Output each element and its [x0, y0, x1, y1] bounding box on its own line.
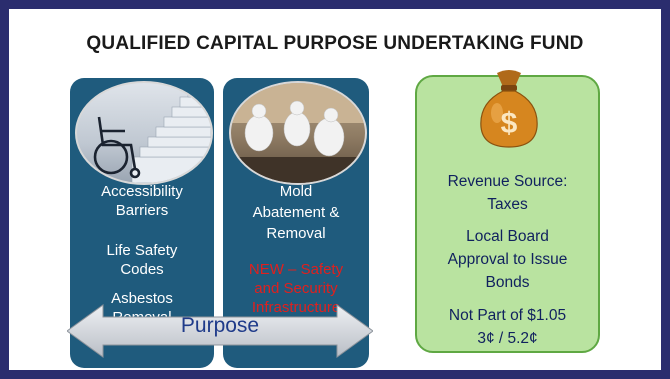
new-safety-line: NEW – Safety: [248, 261, 344, 278]
bonds-line: Bonds: [485, 274, 530, 291]
abatement-line: Abatement &: [252, 204, 340, 221]
accessibility-line: Accessibility: [101, 183, 183, 200]
revenue-box: $ Revenue Source: Taxes Local Board Appr…: [415, 70, 600, 353]
approval-line: Approval to Issue: [447, 251, 568, 268]
svg-text:$: $: [501, 107, 518, 140]
abatement-workers-photo: [229, 81, 367, 185]
wheelchair-icon: [93, 86, 211, 183]
revenue-source-line: Revenue Source:: [447, 173, 568, 190]
life-safety-line: Life Safety: [106, 242, 178, 259]
stairs-wheelchair-photo: [75, 81, 213, 185]
workers-icon: [231, 83, 365, 183]
slide: QUALIFIED CAPITAL PURPOSE UNDERTAKING FU…: [9, 9, 661, 370]
mold-line: Mold: [279, 183, 313, 200]
slide-title: QUALIFIED CAPITAL PURPOSE UNDERTAKING FU…: [86, 33, 584, 54]
cents-line: 3¢ / 5.2¢: [477, 330, 538, 347]
money-bag-icon: $: [480, 70, 538, 148]
purpose-arrow: [67, 304, 373, 358]
infrastructure-line: Infrastructure: [251, 299, 341, 316]
security-line: and Security: [254, 280, 338, 297]
asbestos-line: Asbestos: [111, 290, 173, 307]
codes-line: Codes: [120, 261, 164, 278]
taxes-line: Taxes: [487, 196, 528, 213]
local-board-line: Local Board: [466, 228, 549, 245]
barriers-line: Barriers: [115, 202, 169, 219]
purpose-label: Purpose: [180, 314, 260, 337]
removal-line-2: Removal: [266, 225, 326, 242]
accessibility-column: Accessibility Barriers Life Safety Codes…: [70, 78, 214, 368]
not-part-line: Not Part of $1.05: [448, 307, 567, 324]
